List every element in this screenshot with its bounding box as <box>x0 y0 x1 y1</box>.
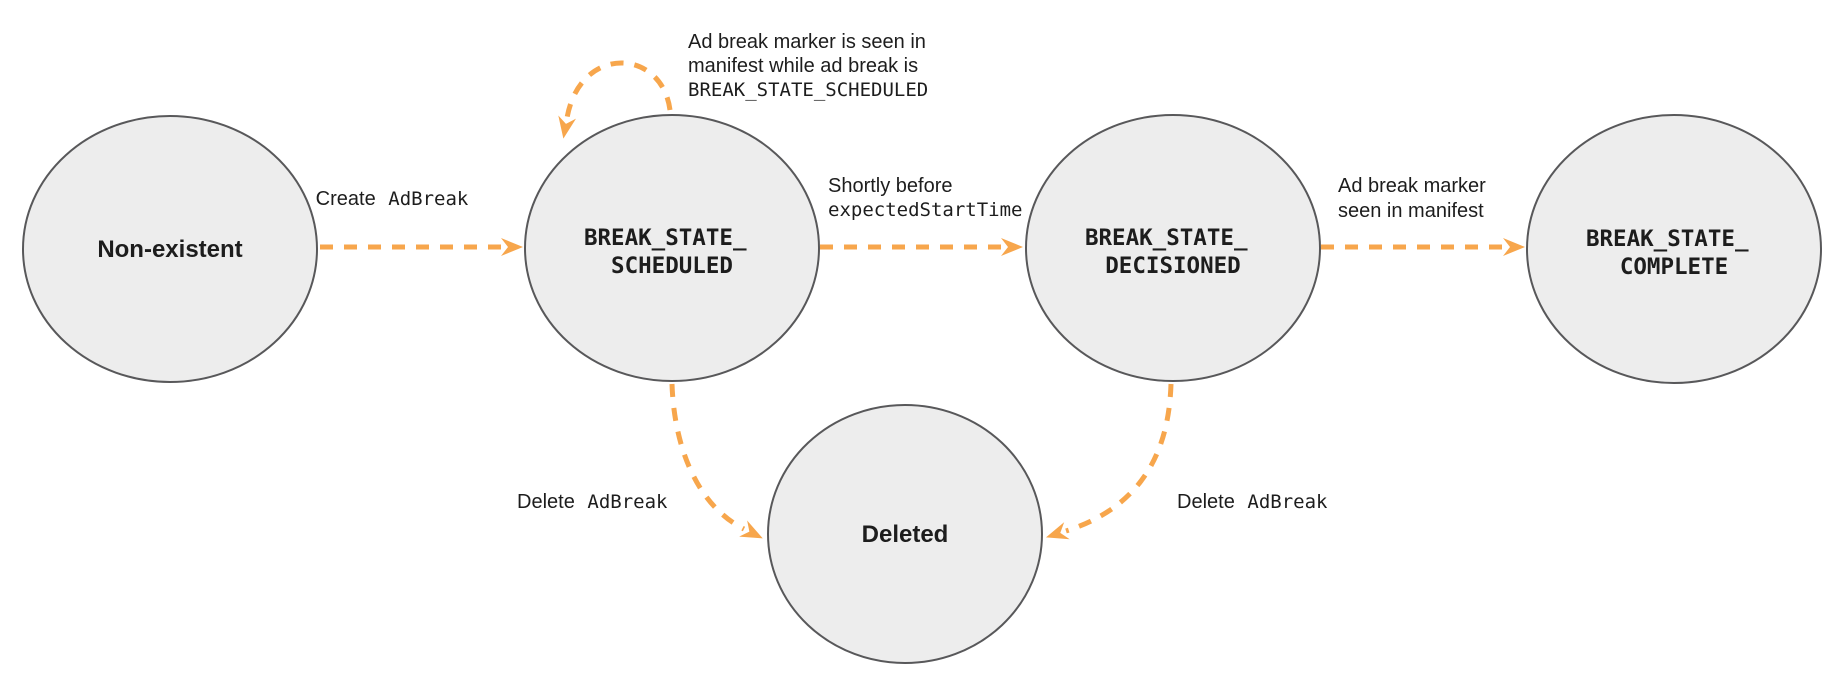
edge-label-create-adbreak: Create AdBreak <box>316 188 469 210</box>
state-label: Deleted <box>862 521 949 548</box>
edge-label-marker-seen: Ad break marker seen in manifest <box>1338 175 1491 222</box>
node-break-state-scheduled: BREAK_STATE_ SCHEDULED <box>524 114 820 382</box>
edge-label-delete-adbreak-left: Delete AdBreak <box>517 491 668 513</box>
node-break-state-complete: BREAK_STATE_ COMPLETE <box>1526 114 1822 384</box>
state-circle <box>1025 114 1321 382</box>
node-break-state-decisioned: BREAK_STATE_ DECISIONED <box>1025 114 1321 382</box>
edge-scheduled-to-deleted <box>669 383 763 539</box>
state-circle <box>1526 114 1822 384</box>
state-label: BREAK_STATE_ COMPLETE <box>1586 226 1762 280</box>
edge-self-loop-scheduled <box>558 60 673 139</box>
state-label: Non-existent <box>97 236 242 263</box>
state-label: BREAK_STATE_ SCHEDULED <box>584 225 760 279</box>
edge-decisioned-to-deleted <box>1046 383 1174 540</box>
state-circle <box>524 114 820 382</box>
node-deleted: Deleted <box>767 404 1043 664</box>
state-circle <box>767 404 1043 664</box>
state-circle <box>22 115 318 383</box>
edge-label-delete-adbreak-right: Delete AdBreak <box>1177 491 1328 513</box>
edge-label-shortly-before: Shortly before expectedStartTime <box>828 175 1022 221</box>
state-label: BREAK_STATE_ DECISIONED <box>1085 225 1261 279</box>
node-non-existent: Non-existent <box>22 115 318 383</box>
edge-label-self-loop: Ad break marker is seen in manifest whil… <box>688 31 931 101</box>
